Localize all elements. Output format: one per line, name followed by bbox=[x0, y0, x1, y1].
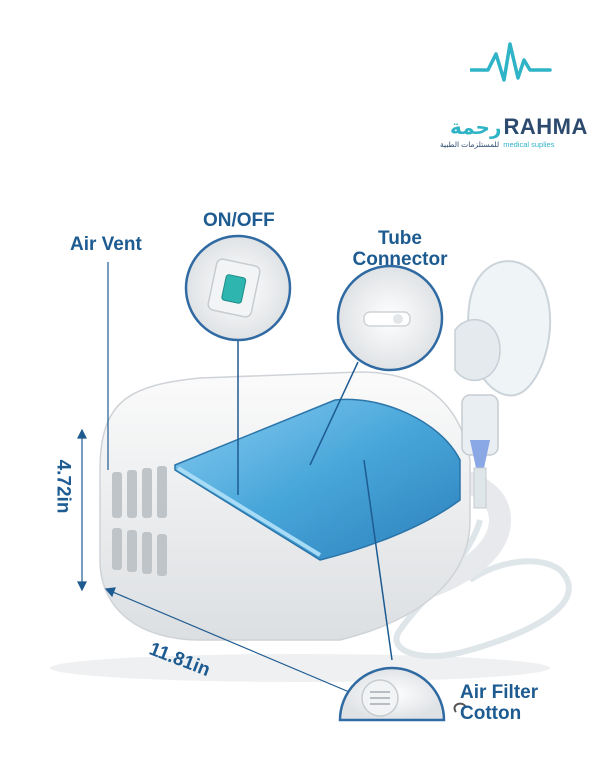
base-shadow bbox=[50, 654, 550, 682]
logo-tagline-english: medical suplies bbox=[503, 140, 555, 149]
logo-arabic-name: رحمة bbox=[450, 115, 502, 139]
tube-connector-label: Tube Connector bbox=[350, 228, 450, 270]
filter-pointer-line bbox=[363, 459, 393, 661]
tube-connector-label-line2: Connector bbox=[352, 249, 448, 270]
height-dimension-label: 4.72in bbox=[52, 459, 74, 514]
air-filter-label-line2: Cotton bbox=[460, 703, 522, 724]
on-off-label: ON/OFF bbox=[203, 210, 275, 231]
air-vent-label: Air Vent bbox=[70, 234, 142, 255]
height-dimension-line bbox=[77, 428, 87, 592]
medication-cup bbox=[461, 394, 499, 509]
on-off-callout bbox=[184, 234, 292, 342]
logo-tagline-arabic: للمستلزمات الطبية bbox=[440, 140, 500, 149]
blue-lid bbox=[174, 398, 461, 561]
logo-brand-name: RAHMA bbox=[503, 114, 588, 139]
air-filter-label-line1: Air Filter bbox=[460, 682, 539, 703]
face-mask bbox=[454, 260, 552, 397]
heartbeat-wave-icon bbox=[470, 42, 552, 82]
air-filter-callout bbox=[338, 666, 446, 722]
air-vent-slots bbox=[112, 466, 167, 576]
lid-highlight bbox=[176, 466, 322, 557]
tube-connector-callout bbox=[336, 264, 444, 372]
tube-pointer-line bbox=[309, 361, 359, 466]
air-filter-label: Air Filter Cotton bbox=[460, 682, 538, 724]
filter-clip-icon bbox=[453, 702, 467, 713]
logo-wordmark: رحمةRAHMA bbox=[450, 114, 588, 140]
tube-connector-label-line1: Tube bbox=[378, 228, 422, 249]
